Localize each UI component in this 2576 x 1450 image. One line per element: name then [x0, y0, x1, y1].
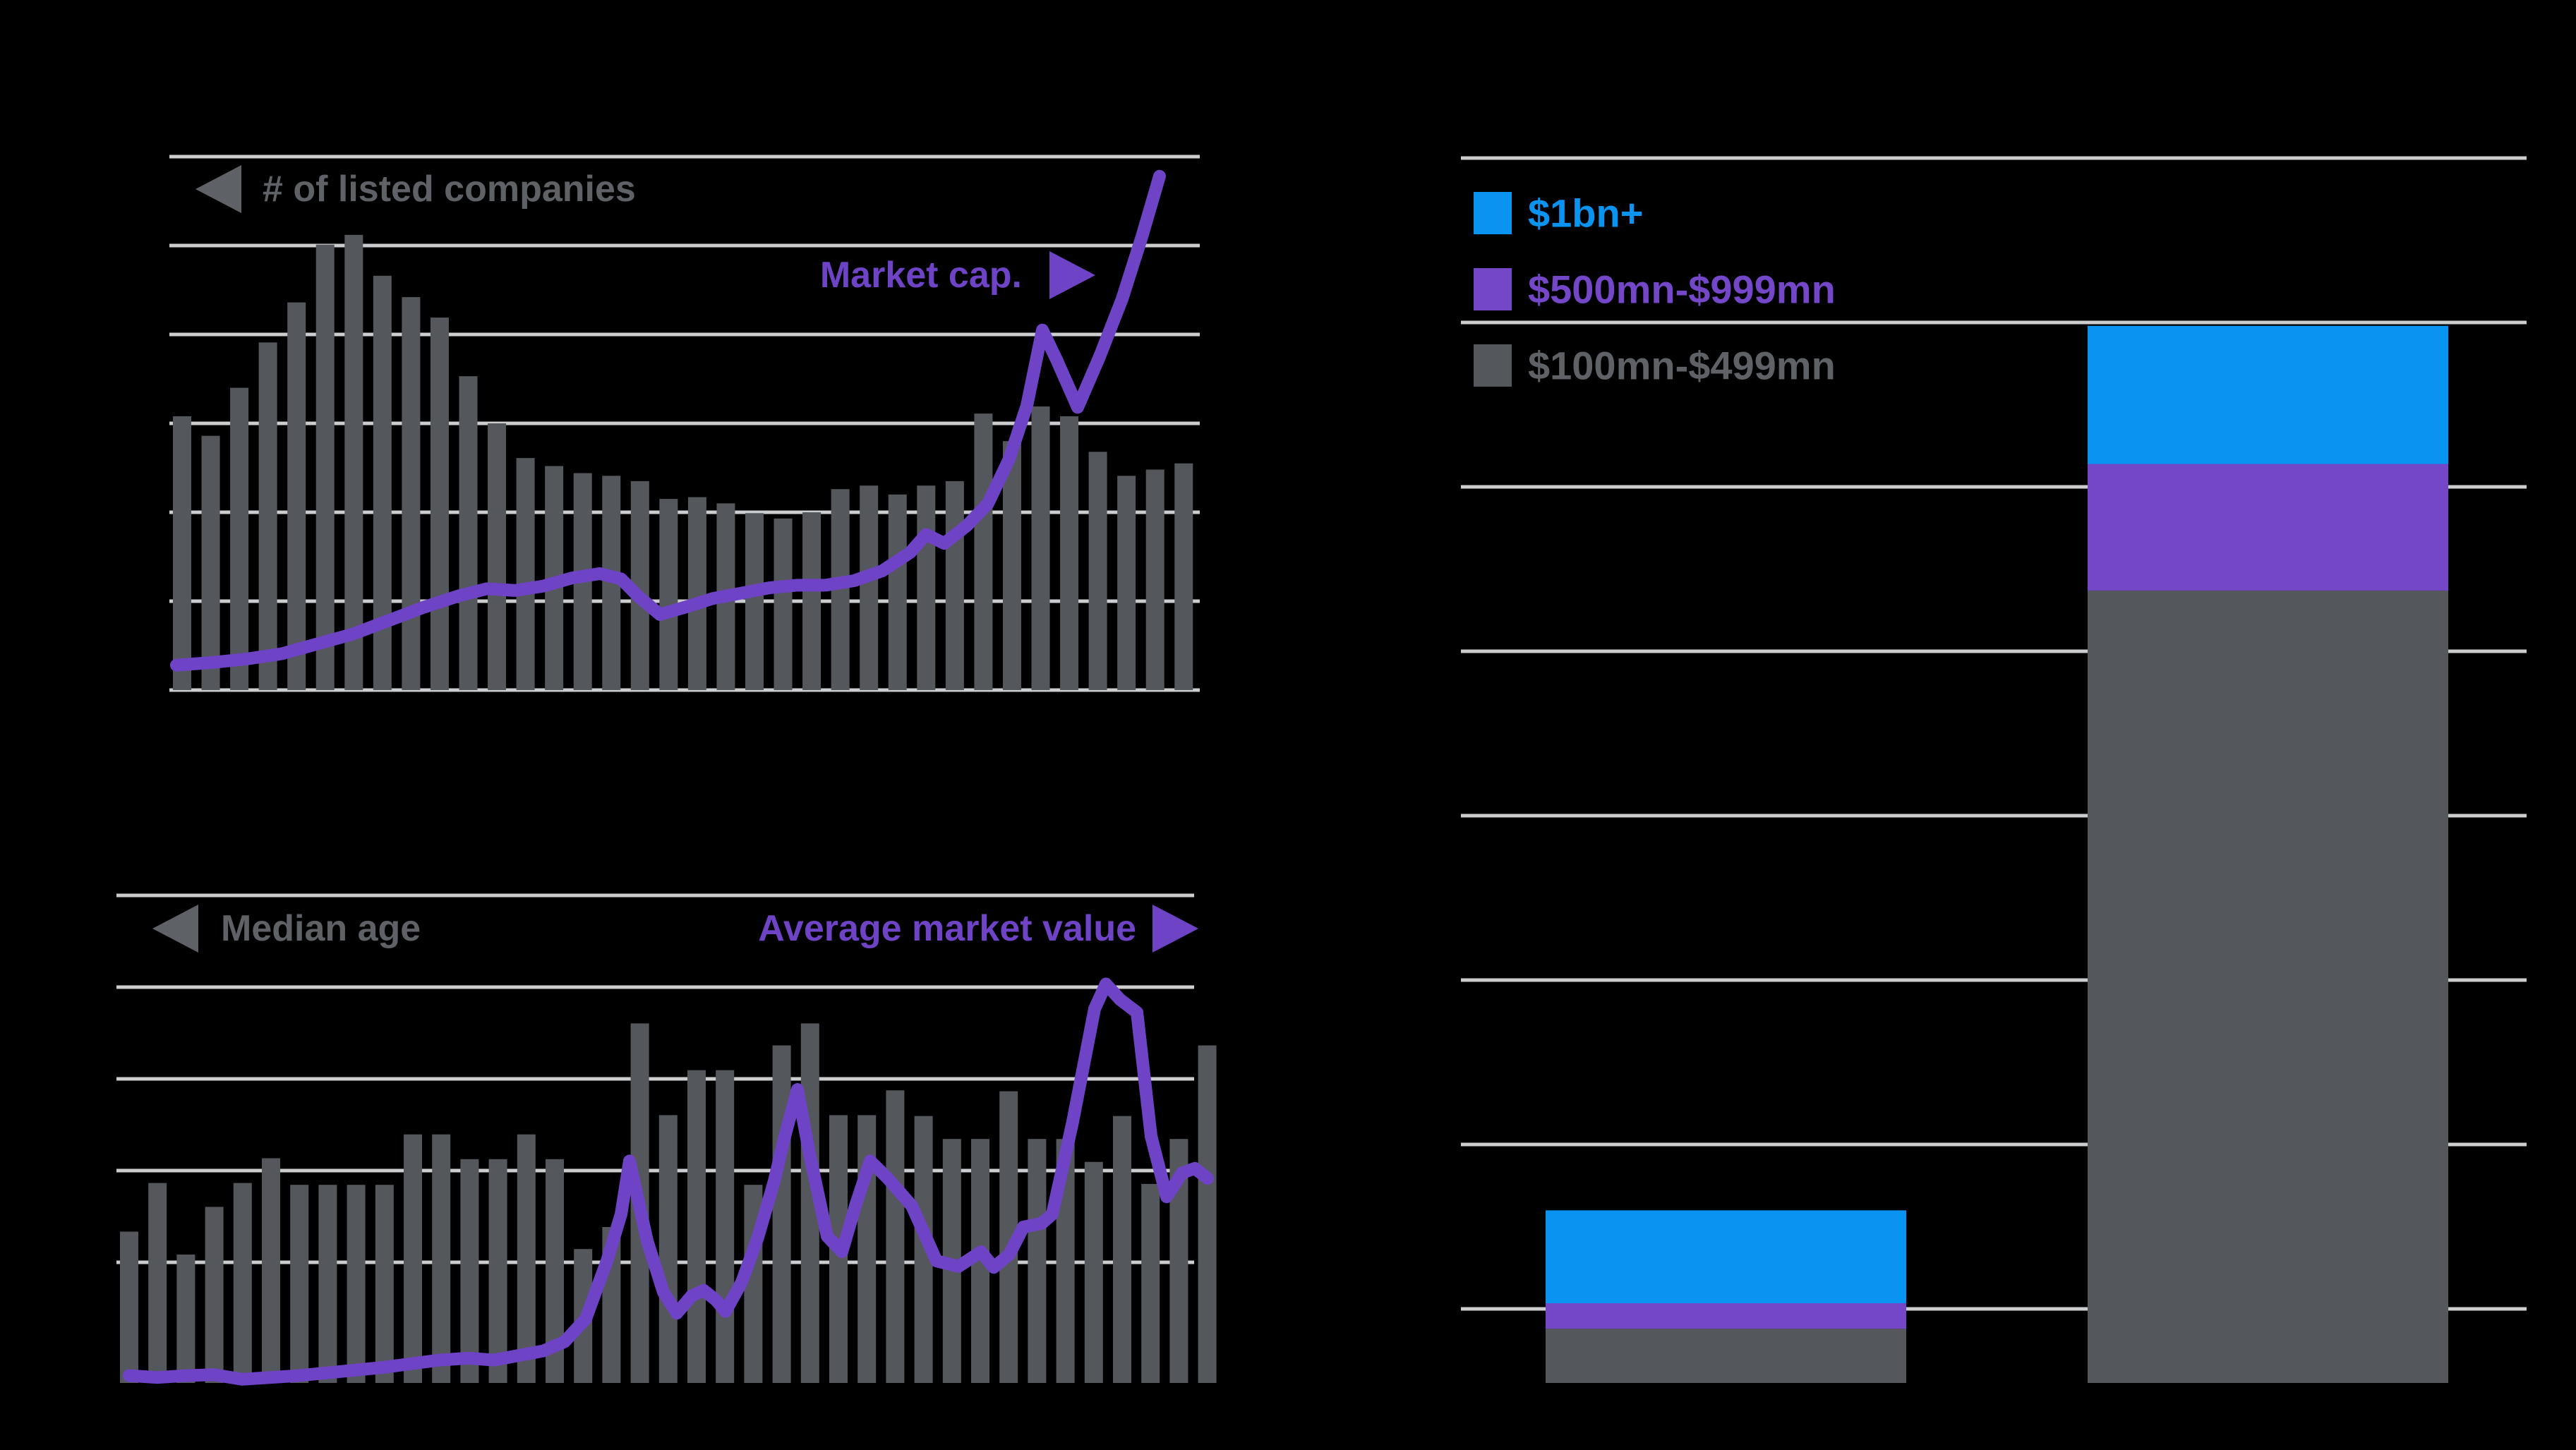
- bar: [1113, 1116, 1131, 1383]
- average-market-value-line: [123, 977, 1214, 1386]
- stacked-bar-segment: [2088, 464, 2448, 591]
- bar: [459, 376, 478, 690]
- bar: [1198, 1045, 1217, 1383]
- bar: [886, 1090, 905, 1383]
- left-arrow-icon: [152, 905, 198, 953]
- bar: [1141, 1183, 1160, 1383]
- bar: [258, 342, 277, 690]
- bar: [1002, 441, 1021, 690]
- legend-item-1bn-plus: $1bn+: [1474, 191, 1643, 236]
- bar: [1028, 1139, 1047, 1383]
- bar: [318, 1185, 337, 1383]
- bar: [974, 413, 993, 690]
- bar: [120, 1231, 138, 1383]
- bar: [290, 1185, 309, 1383]
- listed-companies-bars: [173, 234, 1193, 691]
- bar: [430, 318, 449, 690]
- market-cap-label: Market cap.: [820, 255, 1022, 296]
- median-age-bars: [120, 1023, 1217, 1383]
- bar: [658, 1115, 678, 1383]
- average-market-value-label: Average market value: [758, 908, 1136, 949]
- stacked-bar-segment: [2088, 325, 2448, 464]
- bar: [148, 1183, 167, 1383]
- bar: [432, 1134, 451, 1383]
- left-arrow-icon: [195, 165, 241, 213]
- bar: [888, 494, 907, 690]
- bar: [687, 497, 706, 690]
- bar: [1088, 452, 1107, 690]
- bar: [287, 302, 306, 690]
- bar: [347, 1185, 366, 1383]
- listed-companies-chart: # of listed companies Market cap.: [169, 155, 1200, 692]
- bar: [375, 1185, 394, 1383]
- bar: [488, 1159, 507, 1383]
- market-cap-label-group: Market cap.: [820, 251, 1095, 299]
- bar: [205, 1207, 224, 1383]
- stacked-bar-segment: [1546, 1329, 1906, 1383]
- bar: [1031, 406, 1050, 690]
- median-age-label: Median age: [221, 908, 421, 949]
- bar: [404, 1134, 422, 1383]
- bar: [917, 485, 936, 690]
- market-value-buckets-legend: $1bn+ $500mn-$999mn $100mn-$499mn: [1474, 191, 1836, 388]
- bar: [173, 416, 191, 690]
- legend-item-100mn-499mn: $100mn-$499mn: [1474, 344, 1836, 388]
- bar: [1117, 476, 1136, 690]
- bar: [517, 1134, 536, 1383]
- average-market-value-label-group: Average market value: [758, 905, 1198, 953]
- bar: [488, 423, 507, 690]
- right-arrow-icon: [1049, 251, 1095, 299]
- stacked-bar-segment: [1546, 1303, 1906, 1329]
- median-age-chart: Median age Average market value: [116, 893, 1217, 1386]
- bar: [802, 512, 821, 690]
- bar: [1060, 416, 1079, 690]
- bar: [1084, 1161, 1103, 1383]
- bar: [344, 234, 363, 690]
- listed-companies-label-group: # of listed companies: [195, 165, 636, 213]
- stacked-bar-segment: [1546, 1210, 1906, 1303]
- legend-swatch: [1474, 192, 1512, 234]
- stacked-bar-segment: [2088, 590, 2448, 1384]
- bar: [176, 1255, 195, 1383]
- right-arrow-icon: [1152, 905, 1198, 953]
- bar: [460, 1159, 479, 1383]
- legend-label: $1bn+: [1528, 191, 1643, 236]
- bar: [516, 458, 535, 690]
- bar: [745, 513, 764, 690]
- bar: [201, 435, 220, 690]
- bar: [1145, 469, 1164, 690]
- bar: [772, 1045, 791, 1383]
- market-value-buckets-bars: [1546, 325, 2448, 1384]
- bar: [860, 485, 879, 690]
- bar: [233, 1183, 252, 1383]
- listed-companies-label: # of listed companies: [263, 169, 636, 210]
- bar: [315, 244, 335, 690]
- bar: [230, 387, 249, 690]
- legend-swatch: [1474, 268, 1512, 310]
- bar: [945, 481, 964, 690]
- bar: [262, 1158, 280, 1383]
- bar: [659, 499, 678, 690]
- bar: [716, 1070, 735, 1383]
- market-cap-line: [170, 169, 1166, 672]
- legend-label: $500mn-$999mn: [1528, 267, 1836, 312]
- bar: [402, 297, 421, 691]
- legend-label: $100mn-$499mn: [1528, 344, 1836, 388]
- legend-item-500mn-999mn: $500mn-$999mn: [1474, 267, 1836, 312]
- median-age-label-group: Median age: [152, 905, 421, 953]
- bar: [687, 1070, 706, 1383]
- bar: [857, 1115, 877, 1383]
- legend-swatch: [1474, 344, 1512, 387]
- bar: [774, 518, 793, 690]
- market-value-buckets-chart: $1bn+ $500mn-$999mn $100mn-$499mn: [1461, 156, 2527, 1384]
- bar: [1174, 463, 1193, 690]
